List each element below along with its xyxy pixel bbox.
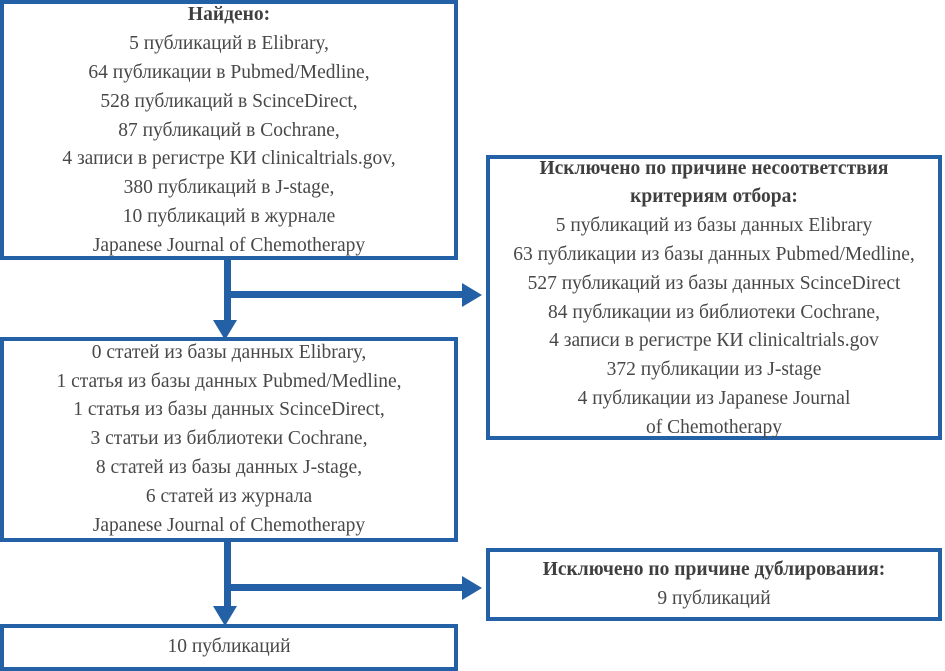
- connector-selected-to-final-vertical: [224, 540, 231, 612]
- connector-selected-to-excluded-duplicates-horizontal: [224, 584, 466, 591]
- box-found-line-7: 10 публикаций в журнале: [122, 206, 336, 227]
- box-final: 10 публикаций: [0, 624, 458, 671]
- box-selected-line-7: Japanese Journal of Chemotherapy: [92, 514, 366, 536]
- arrow-down-to-final-icon: [213, 606, 237, 626]
- box-excluded-criteria-line-5: 4 записи в регистре КИ clinicaltrials.go…: [549, 330, 879, 352]
- box-found: Найдено: 5 публикаций в Elibrary, 64 пуб…: [0, 0, 458, 260]
- box-selected-line-3: 1 статья из базы данных ScinceDirect,: [73, 399, 385, 421]
- box-selected-line-1: 0 статей из базы данных Elibrary,: [91, 341, 367, 363]
- box-final-line-1: 10 публикаций: [167, 636, 291, 658]
- box-selected: 0 статей из базы данных Elibrary, 1 стат…: [0, 337, 458, 542]
- box-found-line-1: 5 публикаций в Elibrary,: [129, 33, 329, 55]
- box-found-line-5: 4 записи в регистре КИ clinicaltrials.go…: [62, 148, 396, 170]
- box-found-line-6: 380 публикаций в J-stage,: [123, 177, 335, 199]
- box-selected-line-5: 8 статей из базы данных J-stage,: [95, 456, 363, 478]
- box-excluded-duplicates-line-1: 9 публикаций: [657, 587, 771, 609]
- box-excluded-criteria-heading-line-2: критериям отбора:: [630, 186, 798, 208]
- box-found-line-3: 528 публикаций в ScinceDirect,: [100, 90, 358, 112]
- box-excluded-criteria: Исключено по причине несоответствия крит…: [486, 155, 942, 440]
- box-found-heading: Найдено:: [187, 4, 271, 26]
- arrow-right-to-excluded-criteria-icon: [462, 283, 482, 307]
- box-excluded-criteria-line-1: 5 публикаций из базы данных Elibrary: [555, 215, 873, 237]
- box-found-line-8: Japanese Journal of Chemotherapy: [92, 234, 366, 256]
- box-excluded-criteria-line-6: 372 публикации из J-stage: [606, 359, 822, 381]
- box-excluded-criteria-heading-line-1: Исключено по причине несоответствия: [539, 157, 889, 179]
- arrow-right-to-excluded-duplicates-icon: [462, 576, 482, 600]
- box-selected-line-4: 3 статьи из библиотеки Cochrane,: [90, 428, 368, 450]
- box-excluded-criteria-line-7: 4 публикации из Japanese Journal: [577, 387, 851, 409]
- box-excluded-criteria-line-8: of Chemotherapy: [646, 416, 782, 438]
- box-found-line-4: 87 публикаций в Cochrane,: [118, 119, 340, 141]
- box-excluded-duplicates-heading: Исключено по причине дублирования:: [542, 558, 886, 580]
- box-excluded-duplicates: Исключено по причине дублирования: 9 пуб…: [486, 548, 942, 621]
- box-excluded-criteria-line-3: 527 публикаций из базы данных ScinceDire…: [527, 272, 901, 294]
- box-found-line-2: 64 публикации в Pubmed/Medline,: [88, 62, 370, 84]
- box-excluded-criteria-line-4: 84 публикации из библиотеки Cochrane,: [548, 301, 880, 323]
- arrow-down-to-selected-icon: [213, 320, 237, 340]
- connector-found-to-excluded-criteria-horizontal: [224, 291, 466, 298]
- box-selected-line-6: 6 статей из журнала: [145, 485, 313, 507]
- box-selected-line-2: 1 статья из базы данных Pubmed/Medline,: [56, 370, 402, 392]
- box-excluded-criteria-line-2: 63 публикации из базы данных Pubmed/Medl…: [513, 243, 915, 265]
